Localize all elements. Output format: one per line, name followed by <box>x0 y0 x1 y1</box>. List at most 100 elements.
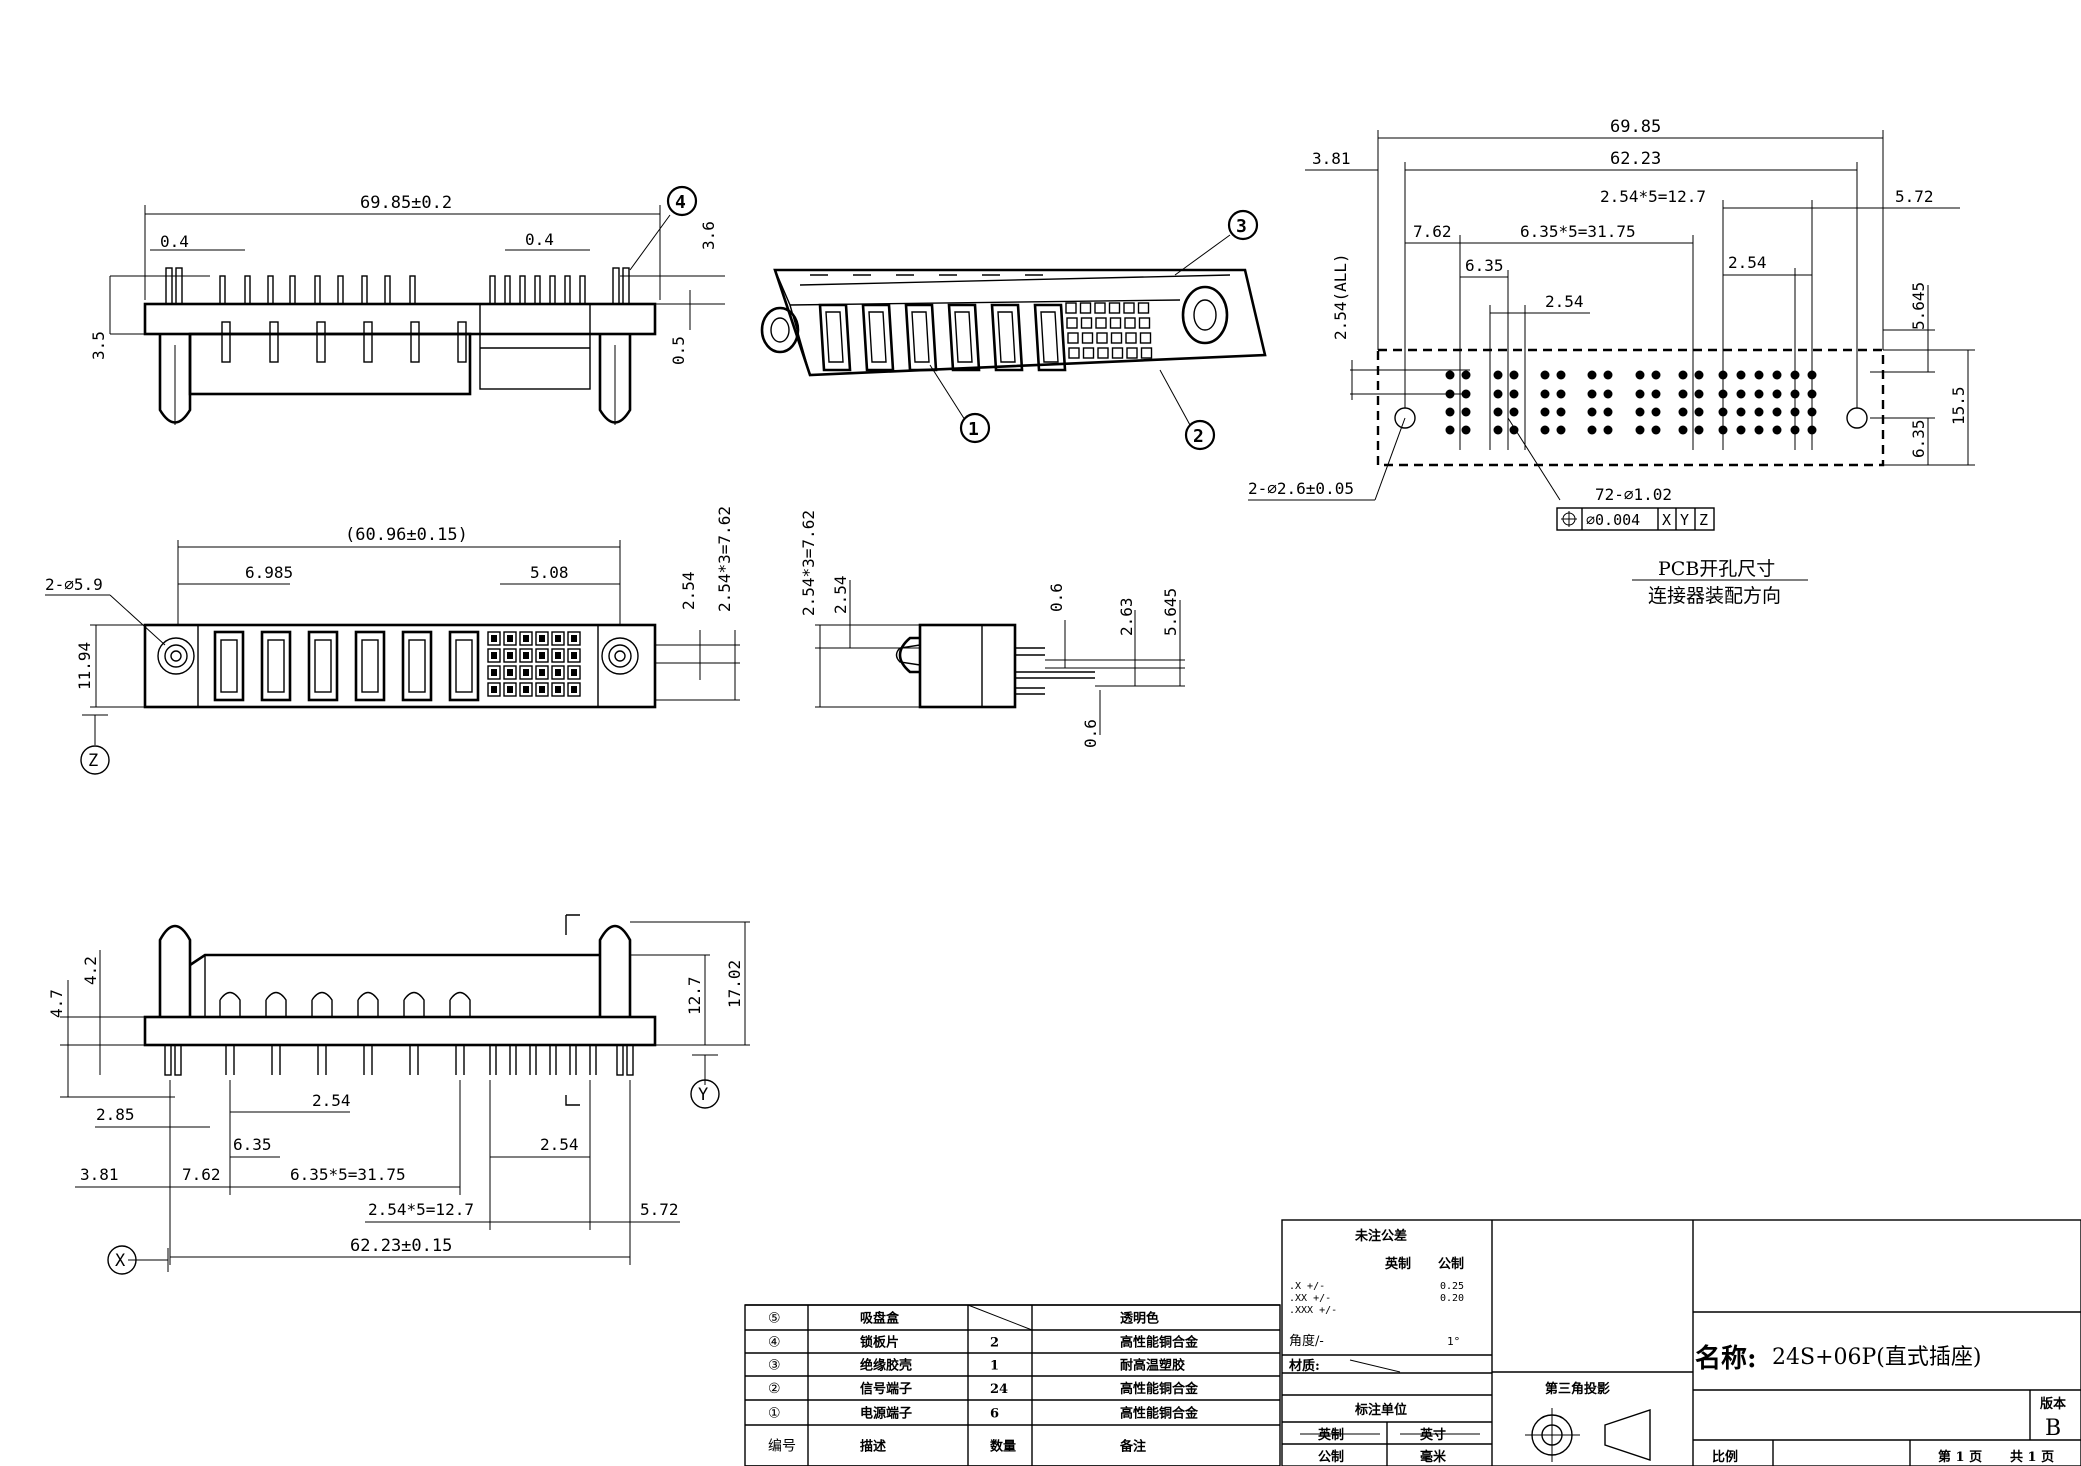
bom-name: 绝缘胶壳 <box>860 1358 912 1374</box>
pcb-pin-hole <box>1772 370 1782 380</box>
front-pin <box>549 275 556 305</box>
top-signal-cell <box>567 648 581 663</box>
bottom-d381: 3.81 <box>80 1165 119 1184</box>
bottom-power-terminal <box>403 991 425 1018</box>
pcb-pin-hole <box>1651 425 1661 435</box>
pcb-pin-hole <box>1772 407 1782 417</box>
bottom-power-terminal <box>357 991 379 1018</box>
top-hole-spec: 2-∅5.9 <box>45 575 103 594</box>
bom-material: 备注 <box>1119 1439 1146 1455</box>
pcb-pin-hole <box>1754 407 1764 417</box>
top-signal-pin <box>523 686 529 693</box>
top-power-slot <box>354 630 386 702</box>
pcb-d635v: 6.35 <box>1909 419 1928 458</box>
pcb-pin-hole <box>1540 407 1550 417</box>
front-pin <box>504 275 511 305</box>
front-overall-dim: 69.85±0.2 <box>360 193 452 213</box>
front-pin <box>289 275 296 305</box>
datum-y <box>690 1079 720 1109</box>
bottom-d-power: 6.35*5=31.75 <box>290 1165 406 1184</box>
tolerance-frame <box>1556 507 1715 531</box>
side-row-total: 2.54*3=7.62 <box>799 510 818 616</box>
top-signal-pin <box>491 652 497 659</box>
bottom-power-terminal <box>449 991 471 1018</box>
scale-label: 比例 <box>1712 1449 1738 1465</box>
pcb-pin-hole <box>1509 370 1519 380</box>
front-view: 69.85±0.2 0.4 0.4 3.6 3.5 0.5 4 <box>89 185 725 425</box>
unit-inch: 英寸 <box>1419 1427 1446 1443</box>
bom-name: 吸盘盒 <box>860 1311 900 1327</box>
pcb-pin-hole <box>1651 389 1661 399</box>
top-signal-cell <box>519 648 533 663</box>
iso-signal-cell <box>1068 347 1080 359</box>
iso-signal-cell <box>1138 317 1151 329</box>
top-signal-pin <box>571 635 577 642</box>
name-label: 名称: <box>1695 1343 1757 1374</box>
iso-power-slot-inner <box>868 311 887 363</box>
bom-no: ④ <box>768 1335 781 1351</box>
top-height: 11.94 <box>75 642 94 690</box>
iso-power-slot-inner <box>997 311 1016 363</box>
front-pin <box>267 275 274 305</box>
pcb-row-all: 2.54(ALL) <box>1331 253 1350 340</box>
side-pin-c: 5.645 <box>1161 588 1180 636</box>
front-pin <box>219 275 226 305</box>
side-pin-b: 2.63 <box>1117 597 1136 636</box>
iso-power-slot <box>1033 303 1067 372</box>
datum-y-label: Y <box>698 1085 708 1105</box>
top-signal-cell <box>551 648 565 663</box>
pcb-pin-hole <box>1694 389 1704 399</box>
bottom-power-terminal <box>219 991 241 1018</box>
pcb-pin-hole <box>1736 425 1746 435</box>
iso-view: 1 2 3 <box>760 209 1267 451</box>
pcb-pin-hole <box>1603 370 1613 380</box>
iso-signal-cell <box>1096 332 1108 344</box>
pcb-pin-hole <box>1445 407 1455 417</box>
datum-ref-x: X <box>1662 511 1671 529</box>
iso-power-slot-inner <box>954 311 973 363</box>
pcb-pin-hole <box>1587 407 1597 417</box>
datum-ref-y: Y <box>1680 511 1689 529</box>
pcb-pin-hole <box>1556 407 1566 417</box>
top-signal-pin <box>523 635 529 642</box>
front-pin <box>244 275 251 305</box>
pcb-pin-hole <box>1754 425 1764 435</box>
pcb-offset-left: 3.81 <box>1312 149 1351 168</box>
bom-no: ⑤ <box>768 1311 781 1327</box>
top-power-slot-inner <box>361 639 379 693</box>
projection-label: 第三角投影 <box>1545 1381 1610 1397</box>
top-signal-cell <box>567 682 581 697</box>
front-pin <box>519 275 526 305</box>
bom-material: 透明色 <box>1120 1311 1159 1327</box>
pcb-pin-hole <box>1540 425 1550 435</box>
pcb-d5645: 5.645 <box>1909 282 1928 330</box>
tol-v1: 0.25 <box>1440 1281 1464 1292</box>
bom-material: 高性能铜合金 <box>1120 1406 1199 1422</box>
pcb-inner: 62.23 <box>1610 149 1661 169</box>
iso-signal-cell <box>1108 302 1121 314</box>
unit-imperial: 英制 <box>1317 1427 1344 1443</box>
top-signal-pin <box>571 686 577 693</box>
top-power-slot-inner <box>408 639 426 693</box>
bom-qty: 数量 <box>990 1439 1016 1455</box>
pcb-pin-hole <box>1694 425 1704 435</box>
pcb-pin-hole <box>1736 389 1746 399</box>
bottom-view: 4.7 4.2 12.7 17.02 Y 2.85 2.54 6.35 2.54… <box>47 914 750 1275</box>
top-signal-cell <box>503 648 517 663</box>
pcb-pin-hole <box>1651 370 1661 380</box>
pcb-pin-hole <box>1754 389 1764 399</box>
front-pin <box>564 275 571 305</box>
pcb-pin-hole <box>1509 425 1519 435</box>
pcb-pin-hole <box>1754 370 1764 380</box>
iso-signal-cell <box>1109 317 1122 329</box>
top-signal-pin <box>539 669 545 676</box>
front-pin <box>579 275 586 305</box>
pcb-pin-hole <box>1603 425 1613 435</box>
iso-power-slot <box>947 303 981 372</box>
front-pin <box>622 267 630 305</box>
callout-1 <box>959 412 991 444</box>
pcb-d155: 15.5 <box>1949 386 1968 425</box>
pcb-pin-hole <box>1635 370 1645 380</box>
pcb-pin-hole <box>1651 407 1661 417</box>
